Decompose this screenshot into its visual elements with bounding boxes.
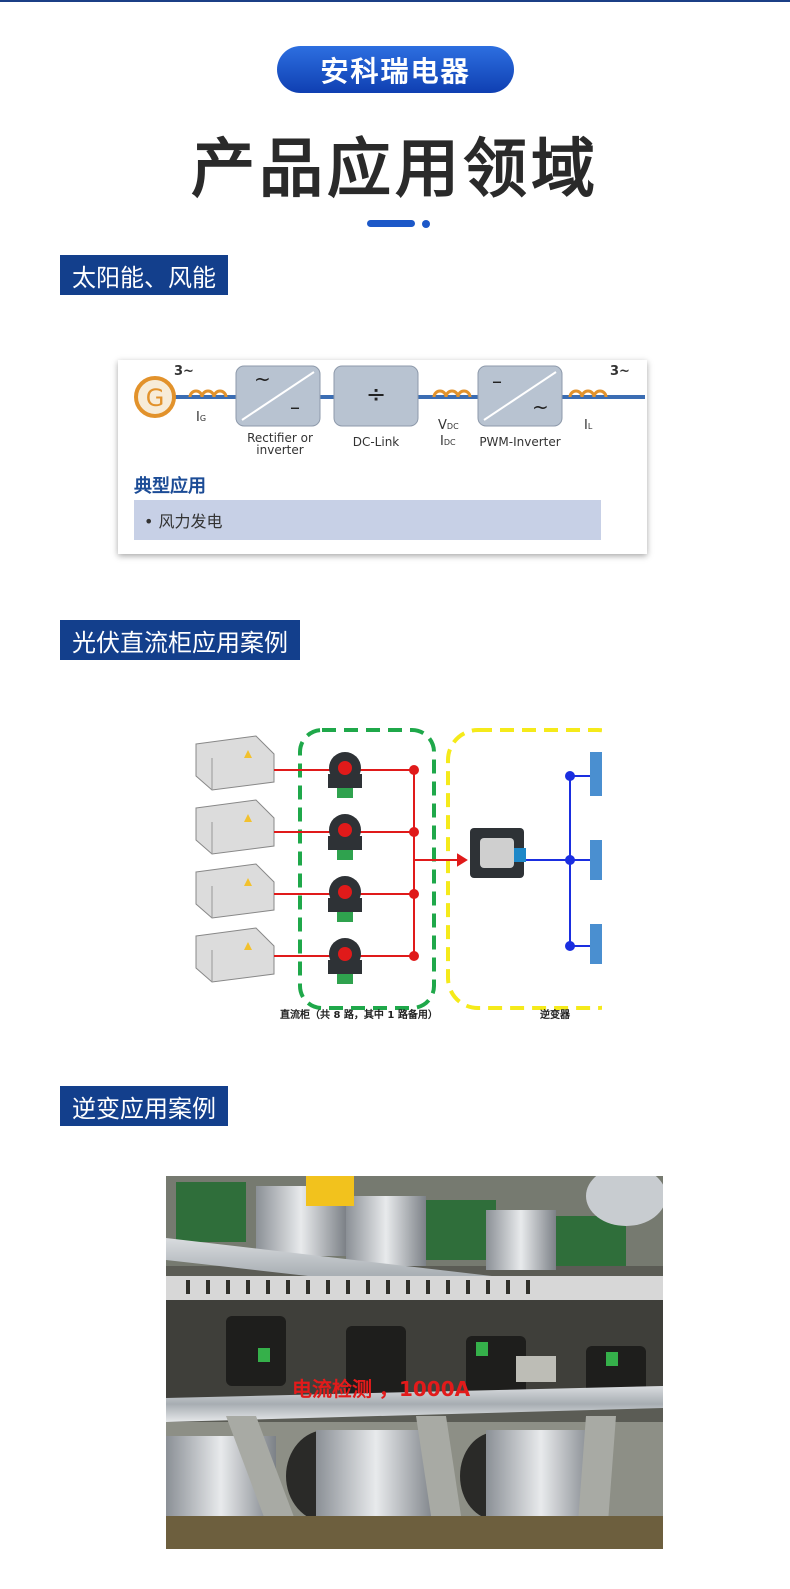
photo-caption: 电流检测 ，1000A <box>292 1377 471 1401</box>
inverter-block-icon: – ~ <box>477 365 563 427</box>
generator-icon <box>134 376 176 418</box>
svg-text:G: G <box>146 384 165 412</box>
pwm-inverter-label: PWM-Inverter <box>479 435 561 449</box>
svg-text:÷: ÷ <box>366 380 386 408</box>
svg-text:–: – <box>492 369 502 393</box>
dc-link-label: DC-Link <box>352 435 400 449</box>
symbol-idc: IDC <box>440 434 456 449</box>
section-tag-inverter-case: 逆变应用案例 <box>60 1086 228 1126</box>
dc-link-block-icon: ÷ <box>333 365 419 427</box>
typical-application-item: • 风力发电 <box>134 500 601 540</box>
rectifier-label: Rectifier or inverter <box>247 431 313 457</box>
svg-text:~: ~ <box>532 395 549 419</box>
dc-cabinet-caption: 直流柜（共 8 路，其中 1 路备用） <box>280 1010 438 1021</box>
symbol-il: IL <box>584 418 593 433</box>
top-rule <box>0 0 790 2</box>
rectifier-block-icon: ~ – <box>235 365 321 427</box>
current-sensor-icon <box>328 752 362 984</box>
symbol-vdc: VDC <box>438 418 459 433</box>
inverter-installation-photo: 电流检测 ，1000A <box>166 1176 663 1549</box>
inductor-icon <box>188 389 608 398</box>
wind-power-diagram: G ~ – ÷ – ~ <box>118 360 647 554</box>
section-tag-solar-wind: 太阳能、风能 <box>60 255 228 295</box>
typical-application-title: 典型应用 <box>134 476 206 497</box>
inverter-caption: 逆变器 <box>540 1010 570 1021</box>
page-title: 产品应用领域 <box>191 133 599 207</box>
phase-left-label: 3~ <box>174 364 194 379</box>
svg-text:–: – <box>290 395 300 419</box>
symbol-ig: IG <box>196 410 207 425</box>
main-current-sensor-icon <box>470 828 526 878</box>
phase-right-label: 3~ <box>610 364 630 379</box>
title-decoration <box>367 219 437 229</box>
pv-dc-cabinet-diagram: 直流柜（共 8 路，其中 1 路备用） 逆变器 <box>192 704 602 1036</box>
section-tag-pv-dc-cabinet: 光伏直流柜应用案例 <box>60 620 300 660</box>
combiner-box-icon <box>195 735 275 983</box>
svg-text:~: ~ <box>254 367 271 391</box>
brand-pill: 安科瑞电器 <box>277 46 514 93</box>
